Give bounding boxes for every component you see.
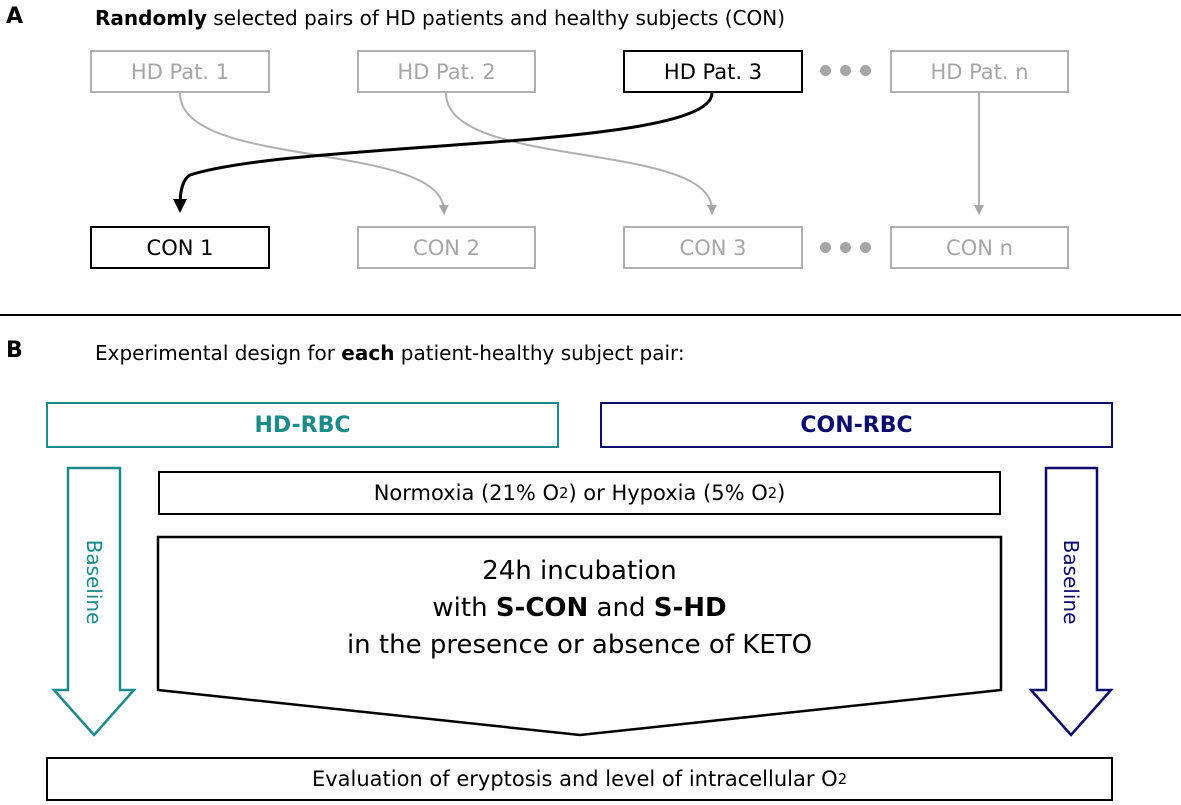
panel-a-heading: Randomly selected pairs of HD patients a… [95,6,785,30]
patient-box-3: HD Pat. 3 [623,50,803,93]
control-box-3: CON 3 [623,226,803,269]
control-box-n: CON n [890,226,1069,269]
patient-box-n: HD Pat. n [890,50,1069,93]
evaluation-sub: 2 [837,770,848,788]
oxygen-sub-1: 2 [559,484,569,502]
patient-box-1: HD Pat. 1 [90,50,270,93]
heading-pre: Experimental design for [95,341,342,365]
connector-pat3-con1 [173,92,714,213]
patient-box-2: HD Pat. 2 [357,50,536,93]
s-con-label: S-CON [495,593,589,623]
evaluation-box: Evaluation of eryptosis and level of int… [46,757,1113,801]
incubation-text: 24h incubation with S-CON and S-HD in th… [158,553,1001,664]
incubation-line-3: in the presence or absence of KETO [346,630,813,660]
incubation-line-1: 24h incubation [482,556,677,586]
con-rbc-box: CON-RBC [600,402,1113,448]
panel-a-label: A [6,4,24,29]
oxygen-text-3: ) [777,481,786,505]
panel-b-heading: Experimental design for each patient-hea… [95,341,685,365]
heading-emphasis: Randomly [95,6,207,30]
control-box-2: CON 2 [357,226,536,269]
heading-rest: selected pairs of HD patients and health… [206,6,785,30]
s-hd-label: S-HD [653,593,727,623]
panel-b-label: B [6,338,23,363]
heading-emphasis: each [341,341,395,365]
oxygen-text-2: ) or Hypoxia (5% O [568,481,768,505]
baseline-arrow-left [51,466,137,737]
hd-rbc-box: HD-RBC [46,402,559,448]
oxygen-sub-2: 2 [767,484,778,502]
connector-pat2-con3 [445,92,717,215]
evaluation-text: Evaluation of eryptosis and level of int… [311,767,838,791]
baseline-arrow-right [1028,466,1114,737]
section-divider [0,314,1181,316]
ellipsis-dots-patients [820,65,871,76]
line2-pre: with [432,593,496,623]
baseline-label-right: Baseline [1059,539,1083,625]
ellipsis-dots-controls [820,242,871,253]
heading-post: patient-healthy subject pair: [394,341,685,365]
oxygen-text-1: Normoxia (21% O [373,481,560,505]
line2-mid: and [588,593,654,623]
incubation-funnel [156,535,1003,737]
control-box-1: CON 1 [90,226,270,269]
connector-pat1-con2 [179,92,449,215]
incubation-line-2: with S-CON and S-HD [158,590,1001,627]
baseline-label-left: Baseline [82,539,106,625]
